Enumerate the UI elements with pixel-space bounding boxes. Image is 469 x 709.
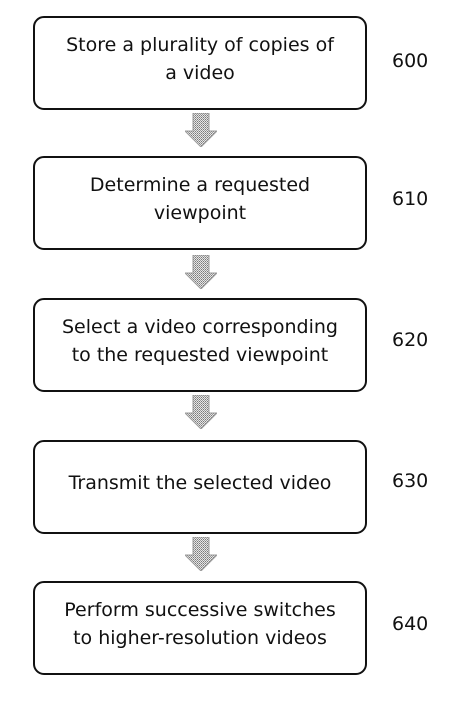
- step-text-630: Transmit the selected video: [68, 472, 332, 494]
- down-arrow-icon: [185, 537, 217, 571]
- step-box-640: Perform successive switches to higher-re…: [33, 581, 367, 675]
- down-arrow-icon: [185, 395, 217, 429]
- step-box-610: Determine a requested viewpoint: [33, 156, 367, 250]
- down-arrow-icon: [185, 113, 217, 147]
- step-text-600: Store a plurality of copies of a video: [66, 34, 334, 84]
- step-ref-610: 610: [392, 188, 429, 210]
- step-box-630: Transmit the selected video: [33, 440, 367, 534]
- step-text-620: Select a video corresponding to the requ…: [62, 316, 338, 366]
- step-ref-600: 600: [392, 50, 429, 72]
- step-ref-620: 620: [392, 329, 429, 351]
- step-text-610: Determine a requested viewpoint: [89, 174, 311, 224]
- step-ref-630: 630: [392, 470, 429, 492]
- step-ref-640: 640: [392, 613, 429, 635]
- down-arrow-icon: [185, 255, 217, 289]
- step-box-620: Select a video corresponding to the requ…: [33, 298, 367, 392]
- step-box-600: Store a plurality of copies of a video: [33, 16, 367, 110]
- step-text-640: Perform successive switches to higher-re…: [64, 599, 336, 649]
